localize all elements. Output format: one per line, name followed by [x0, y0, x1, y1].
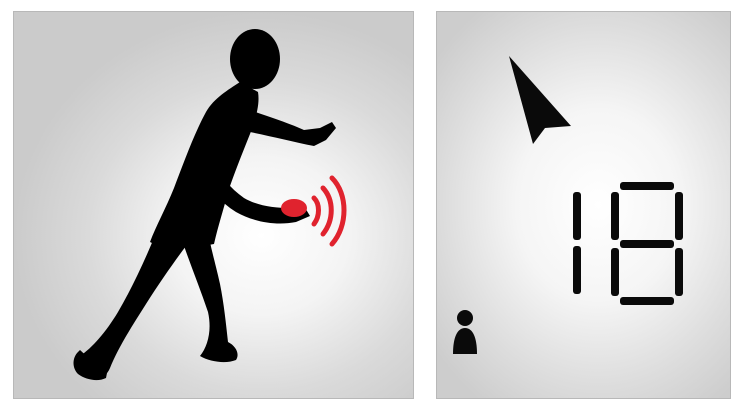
segment-8-upper-left: [611, 192, 619, 240]
segment-1-upper: [573, 192, 581, 240]
digit-eight: [611, 182, 683, 305]
segment-8-lower-left: [611, 248, 619, 296]
signal-wave-3: [332, 178, 344, 244]
signal-wave-1: [314, 198, 319, 224]
segment-8-middle: [620, 240, 674, 248]
signal-wave-2: [323, 188, 331, 234]
segment-1-lower: [573, 246, 581, 294]
segment-8-bottom: [620, 297, 674, 305]
display-svg: [437, 12, 731, 399]
display-panel: 18: [436, 11, 731, 399]
signal-source-dot: [281, 199, 307, 217]
scene-panel: [13, 11, 414, 399]
segment-8-upper-right: [675, 192, 683, 240]
scene-svg: [14, 12, 414, 399]
segment-8-lower-right: [675, 248, 683, 296]
digit-one: [573, 192, 581, 294]
person-icon: [453, 310, 477, 354]
segment-8-top: [620, 182, 674, 190]
wireless-signal-icon: [281, 178, 344, 244]
direction-pointer-icon: [509, 56, 571, 144]
